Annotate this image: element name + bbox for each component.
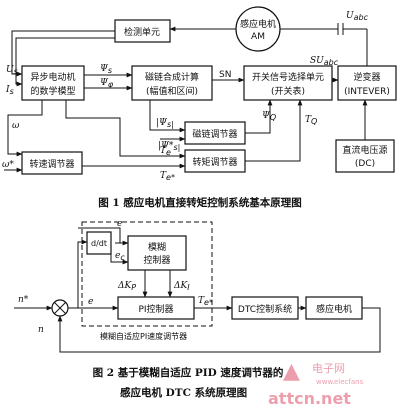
sig-psi-phi: Ψφ	[100, 78, 114, 89]
flux-calc-line1: 磁链合成计算	[145, 71, 199, 83]
sig-dki: ΔKI	[173, 281, 190, 292]
omega-feedback-line	[7, 100, 43, 157]
watermark-logo-mark: ▲	[283, 359, 300, 384]
summing-x2	[54, 302, 66, 314]
dc-source-block	[335, 139, 395, 173]
inverter-line1: 逆变器	[353, 71, 380, 83]
flux-reg-to-switch	[245, 99, 273, 134]
sig-ec: ec	[115, 251, 125, 262]
flux-regulator-label: 磁链调节器	[192, 128, 237, 140]
sig-n-star: n*	[18, 295, 29, 305]
watermark: ▲ 电子网 www. elecfans attcn.net	[268, 359, 364, 408]
motor-label-line1: 感应电机	[240, 18, 276, 30]
figure-2: d/dt 模糊 控制器 PI控制器 DTC控制系统 感应电机 n* e e ec	[14, 219, 381, 399]
fig1-caption: 图 1 感应电机直接转矩控制系统基本原理图	[98, 196, 302, 209]
detect-unit-label: 检测单元	[124, 26, 160, 38]
flux-mag-to-regulator	[149, 100, 186, 133]
fig2-caption-line1: 图 2 基于模糊自适应 PID 速度调节器的	[93, 366, 284, 379]
figure-1: 检测单元 感应电机 AM 异步电动机 的数学模型 磁链合成计算 (幅值和区间) …	[2, 6, 397, 209]
sig-abs-psi-star: |Ψ*s|	[158, 141, 180, 152]
flux-calc-line2: (幅值和区间)	[146, 85, 198, 97]
sig-te: Te	[160, 146, 171, 157]
watermark-url1: www.	[316, 378, 335, 386]
sig-sn: SN	[219, 70, 231, 80]
switch-select-block	[243, 65, 333, 101]
sig-omega-star: ω*	[2, 160, 14, 170]
sig-te-star-2: Te*	[198, 296, 213, 307]
speed-feedback-loop	[57, 307, 381, 353]
speed-regulator-block	[21, 151, 83, 175]
pi-controller-label: PI控制器	[138, 303, 173, 315]
error-top-branch	[78, 227, 121, 243]
watermark-url2: elecfans	[334, 378, 364, 386]
fig2-caption-line2: 感应电机 DTC 系统原理图	[120, 386, 247, 399]
sig-is: Is	[5, 85, 14, 96]
switch-select-line1: 开关信号选择单元	[252, 71, 324, 83]
dc-source-line1: 直流电压源	[342, 144, 387, 156]
sig-e: e	[88, 297, 93, 307]
sig-te-star: Te*	[160, 171, 175, 182]
motor-model-line1: 异步电动机	[30, 71, 75, 83]
watermark-brand: 电子网	[312, 362, 345, 375]
motor-label-line2: AM	[251, 32, 265, 42]
fuzzy-controller-line1: 模糊	[148, 241, 166, 253]
sig-su: SUabc	[310, 56, 339, 67]
sig-abs-psi: |Ψs|	[156, 118, 174, 129]
detect-to-model-us	[11, 30, 115, 77]
motor-model-block	[21, 65, 85, 101]
error-to-ddt	[77, 239, 88, 308]
dtc-system-label: DTC控制系统	[238, 303, 292, 315]
detect-to-model-is	[15, 37, 115, 87]
sig-us: Us	[6, 65, 18, 76]
torque-reg-to-switch	[245, 99, 303, 162]
fuzzy-controller-line2: 控制器	[143, 254, 170, 266]
sig-n: n	[38, 325, 44, 335]
switch-select-line2: (开关表)	[271, 85, 305, 97]
motor-model-line2: 的数学模型	[30, 85, 75, 97]
inverter-line2: (INTEVER)	[344, 87, 390, 97]
sig-e-top: e	[117, 219, 122, 229]
ddt-to-fuzzy-ec	[110, 250, 129, 265]
ddt-label: d/dt	[91, 239, 107, 248]
sig-psiq: ΨQ	[262, 111, 276, 122]
sig-dkp: ΔKP	[117, 281, 136, 292]
sig-omega: ω	[12, 121, 20, 131]
fuzzy-pi-enclosure	[81, 221, 213, 327]
speed-regulator-label: 转速调节器	[29, 158, 74, 170]
torque-regulator-label: 转矩调节器	[192, 156, 237, 168]
fuzzy-controller-block	[127, 235, 187, 271]
dc-source-line2: (DC)	[355, 159, 375, 169]
sig-tq: TQ	[305, 115, 317, 126]
te-to-torque-reg	[65, 100, 186, 159]
flux-calc-block	[131, 65, 213, 101]
sig-uabc: Uabc	[346, 11, 369, 22]
motor-label: 感应电机	[316, 303, 352, 315]
fuzzy-pi-label: 模糊自适应PI速度调节器	[100, 331, 187, 341]
sig-psi-s: Ψs	[100, 64, 112, 75]
watermark-site: attcn.net	[268, 389, 351, 408]
